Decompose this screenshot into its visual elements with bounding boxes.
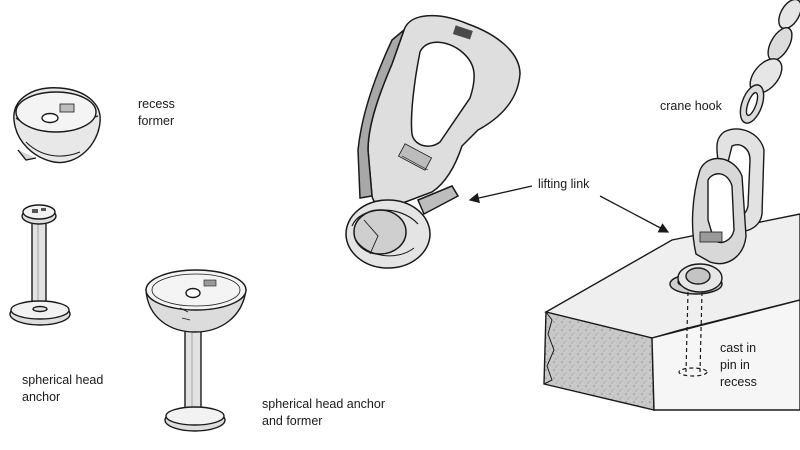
crane-hook-illustration — [677, 0, 800, 293]
label-cast-in-pin-in-recess: cast in pin in recess — [720, 341, 757, 389]
anchor-and-former-illustration — [145, 269, 247, 432]
label-spherical-head-anchor-and-former: spherical head anchor and former — [262, 397, 385, 428]
label-spherical-head-anchor: spherical head anchor — [22, 373, 104, 404]
concrete-block-illustration — [543, 213, 800, 411]
label-crane-hook: crane hook — [660, 99, 722, 113]
arrow-to-hook-link — [599, 195, 670, 233]
label-recess-former: recess former — [138, 97, 175, 128]
lifting-link-arrows — [468, 185, 670, 233]
arrow-to-lifting-link — [468, 185, 533, 204]
spherical-head-anchor-illustration — [9, 204, 71, 326]
recess-former-illustration — [13, 87, 101, 164]
label-lifting-link: lifting link — [538, 177, 590, 191]
lifting-link-illustration — [345, 14, 521, 269]
